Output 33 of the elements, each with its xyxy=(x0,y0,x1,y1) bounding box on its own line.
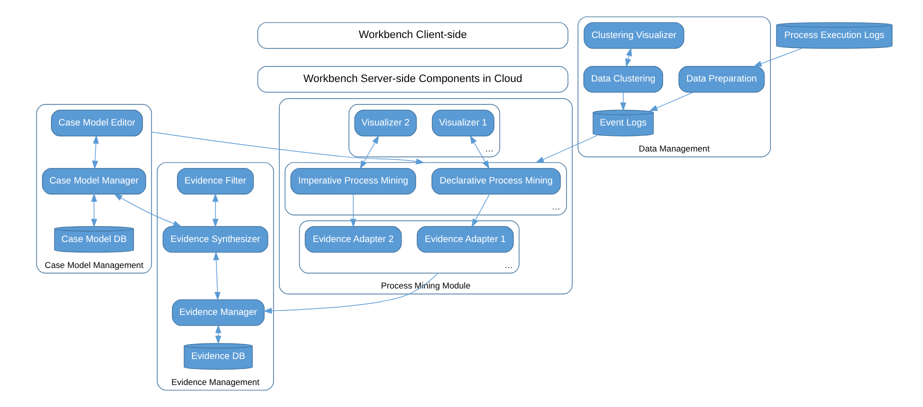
arrow xyxy=(151,132,425,164)
arrow xyxy=(753,48,802,67)
node-box: Imperative Process Mining xyxy=(290,168,416,195)
arrow xyxy=(212,193,218,228)
node-box: Declarative Process Mining xyxy=(432,168,561,195)
arrow xyxy=(91,193,98,228)
arrow xyxy=(92,135,99,170)
arrow xyxy=(620,92,626,112)
node-box: Clustering Visualizer xyxy=(584,22,684,49)
node-box: Evidence Adapter 1 xyxy=(416,226,514,253)
node-box: Workbench Client-side xyxy=(257,22,568,49)
arrow xyxy=(213,252,220,301)
node-box: Evidence Filter xyxy=(176,168,254,195)
arrow xyxy=(350,194,356,228)
node-box: Evidence Adapter 2 xyxy=(304,226,402,253)
arrow xyxy=(215,324,222,344)
arrow xyxy=(648,92,694,112)
node-box: Case Model Editor xyxy=(50,110,143,136)
node-box: Case Model Manager xyxy=(42,168,146,195)
arrow xyxy=(625,47,632,68)
arrow xyxy=(263,272,439,314)
arrow xyxy=(535,135,598,164)
node-box: Workbench Server-side Components in Cloud xyxy=(257,66,568,93)
node-box: Data Preparation xyxy=(678,66,765,93)
node-box: Data Clustering xyxy=(583,66,664,93)
node-box: Visualizer 2 xyxy=(354,110,417,136)
node-box: Visualizer 1 xyxy=(432,110,494,136)
node-box: Evidence Synthesizer xyxy=(162,226,268,253)
node-box: Evidence Manager xyxy=(172,299,265,326)
arrow xyxy=(470,135,490,170)
arrow xyxy=(114,194,182,227)
arrow xyxy=(360,135,380,170)
arrow xyxy=(471,194,490,228)
